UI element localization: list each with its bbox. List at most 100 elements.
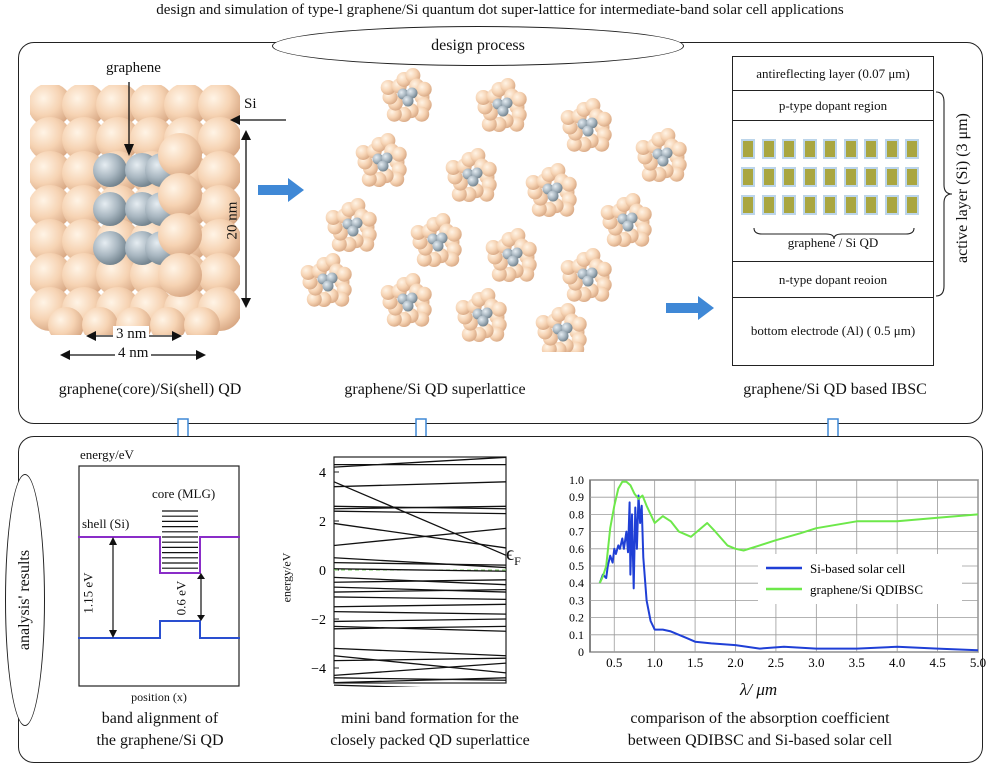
absorption-ytick-label: 0.7 [569,525,584,539]
miniband-line [333,625,507,632]
ibsc-qd-cell [843,167,858,187]
si-atom [30,117,72,161]
miniband-line [333,588,507,593]
graphene-atom [93,231,127,265]
miniband-line [333,684,422,687]
miniband-caption-1: mini band formation for the [341,710,519,727]
si-atom [671,141,687,157]
graphene-atom [347,225,359,237]
ibsc-active-label: active layer (Si) (3 μm) [954,113,971,263]
graphene-atom [557,330,569,342]
absorption-ytick-label: 0.9 [569,490,584,504]
graphene-atom [582,275,594,287]
analysis-label-text: analysis' results [16,549,34,651]
arrow-qd-to-superlattice [258,178,304,202]
miniband-ytick-label: 0 [319,564,326,579]
si-atom [445,159,461,175]
absorption-ytick-label: 0.8 [569,507,584,521]
absorption-legend-label: Si-based solar cell [810,561,906,576]
si-atom [198,219,240,263]
band-ylabel: energy/eV [80,447,134,462]
si-atom [164,85,208,127]
miniband-line [333,522,507,549]
band-gap1-label: 1.15 eV [80,572,96,614]
miniband-line [333,481,507,556]
absorption-ytick-label: 0.3 [569,593,584,607]
si-atom [198,85,240,127]
si-atom [30,85,72,127]
graphene-atom [402,300,414,312]
si-atom [596,261,612,277]
band-diagram [78,465,240,687]
si-atom [525,174,541,190]
ibsc-qd-cell [782,139,796,159]
band-caption-1: band alignment of [101,710,219,727]
band-core-levels [162,510,198,569]
ibsc-qd-cell [843,195,858,215]
graphene-atom [402,95,414,107]
ibsc-active-brace [935,91,953,297]
ibsc-qd-cell [864,195,878,215]
si-atom [30,185,72,229]
ibsc-antireflecting-label: antireflecting layer (0.07 μm) [756,65,910,81]
miniband-ylabel: energy/eV [279,552,294,603]
design-process-label: design process [272,26,684,66]
ibsc-qd-cell [864,167,878,187]
absorption-xtick-label: 1.0 [647,655,663,670]
miniband-line [333,481,507,488]
miniband-line [333,562,507,566]
ibsc-qd-cell [823,195,837,215]
si-atom [325,209,341,225]
ibsc-qd-cell [905,167,919,187]
absorption-ytick-label: 0.6 [569,542,584,556]
absorption-xtick-label: 2.0 [727,655,743,670]
band-core-label: core (MLG) [152,486,216,501]
miniband-line [333,456,507,468]
qd-graphene-label: graphene [106,60,161,76]
si-atom [62,185,106,229]
design-process-text: design process [431,37,525,54]
si-atom [130,85,174,127]
miniband-line [333,586,507,593]
si-atom [198,253,240,297]
si-atom [361,211,377,227]
absorption-xtick-label: 1.5 [687,655,703,670]
graphene-atom [507,255,519,267]
ibsc-qd-cell [761,195,776,215]
si-atom [158,253,202,297]
miniband-line [333,677,507,681]
ibsc-qd-cell [884,167,899,187]
band-gap2-label: 0.6 eV [173,580,189,616]
graphene-atom [582,125,594,137]
ibsc-qd-cell [741,167,755,187]
ibsc-qd-cell [761,139,776,159]
ibsc-bottom-electrode-label: bottom electrode (Al) ( 0.5 μm) [750,323,916,338]
si-atom [380,79,396,95]
miniband-fermi-symbol: ϵ [506,543,515,565]
si-atom [158,133,202,177]
graphene-atom [322,280,334,292]
ibsc-qd-cell [884,195,899,215]
ibsc-qd-cell [782,195,796,215]
graphene-atom [622,220,634,232]
absorption-xlabel: λ/ μm [740,680,778,699]
ibsc-qd-cell [741,139,755,159]
si-atom [416,286,432,302]
si-atom [461,326,477,342]
miniband-line [333,527,507,547]
ibsc-n-type-label: n-type dopant reoion [778,271,888,287]
miniband-ytick-label: −4 [311,662,326,677]
si-atom [48,307,84,335]
si-atom [511,91,527,107]
graphene-atom [93,192,127,226]
absorption-caption-1: comparison of the absorption coefficient [630,710,890,727]
si-atom [491,266,507,282]
si-atom [386,311,402,327]
band-caption-2: the graphene/Si QD [96,732,224,749]
si-atom [416,251,432,267]
miniband-line [333,647,507,657]
si-atom [30,151,72,195]
si-atom [410,224,426,240]
si-atom [198,185,240,229]
miniband-line [333,662,507,676]
